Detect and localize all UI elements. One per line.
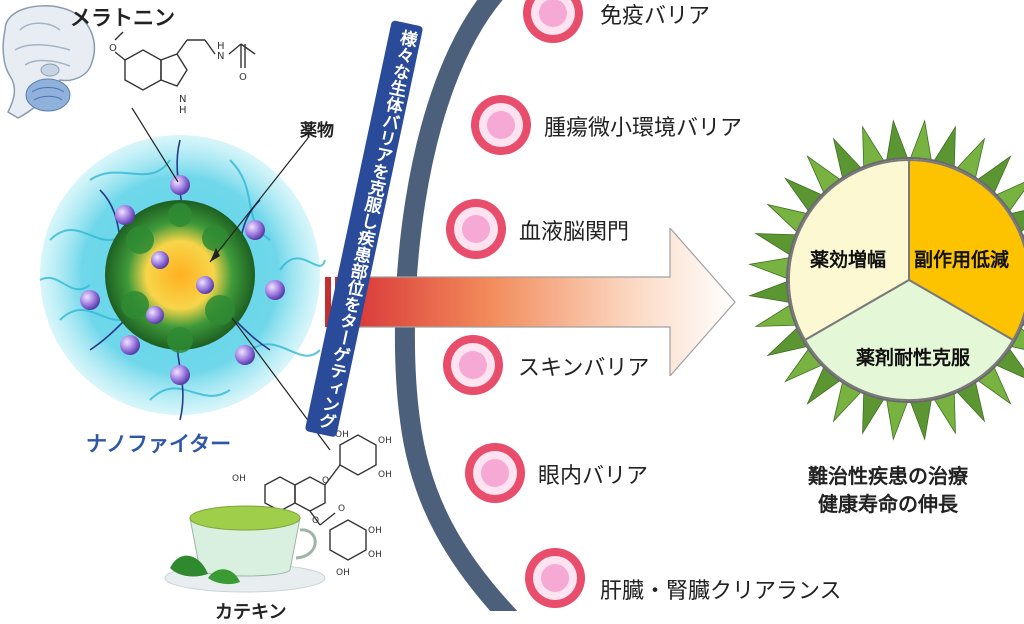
amide-h: H	[217, 41, 225, 52]
ring-o-3: O	[338, 504, 345, 514]
barrier-label: 血液脳関門	[519, 220, 630, 245]
drug-label: 薬物	[300, 121, 334, 141]
benefit-side-effects: 副作用低減	[914, 249, 1010, 271]
ring-o-1: O	[322, 476, 329, 486]
barrier-bubble-icon	[523, 0, 583, 43]
barrier-bubble-icon	[446, 199, 506, 259]
oh-7: OH	[368, 550, 382, 560]
carbonyl-o: O	[239, 72, 247, 83]
oh-8: OH	[336, 568, 350, 578]
barrier-bubble-icon	[525, 548, 585, 608]
oh-4: OH	[232, 474, 246, 484]
barrier-bubble-icon	[465, 443, 525, 503]
methoxy-o: O	[109, 43, 117, 54]
barrier-bubble-icon	[471, 95, 531, 155]
barrier-label: スキンバリア	[518, 356, 650, 381]
barrier-label: 眼内バリア	[538, 464, 649, 489]
barrier-label: 腫瘍微小環境バリア	[544, 116, 743, 141]
sun-badge	[748, 119, 1024, 441]
indole-h: H	[179, 105, 187, 116]
outcome-line-1: 難治性疾患の治療	[808, 464, 968, 488]
nanoparticle-illustration	[39, 135, 326, 421]
brain-illustration	[2, 5, 96, 119]
amide-n: N	[217, 51, 224, 62]
benefit-efficacy: 薬効増幅	[810, 249, 887, 271]
melatonin-structure: O N H N H O	[109, 31, 256, 116]
oh-2: OH	[378, 436, 392, 446]
indole-n: N	[179, 94, 186, 105]
tea-cup-illustration	[164, 505, 326, 593]
barrier-list: 免疫バリア 腫瘍微小環境バリア 血液脳関門 スキンバリア 眼内バリア 肝臓・腎臓…	[443, 0, 842, 608]
oh-1: OH	[335, 430, 349, 440]
ring-o-2: O	[312, 516, 319, 526]
benefit-resistance: 薬剤耐性克服	[856, 347, 971, 369]
barrier-bubble-icon	[443, 335, 503, 395]
barrier-label: 肝臓・腎臓クリアランス	[600, 579, 842, 604]
barrier-arc	[394, 0, 518, 611]
melatonin-label: メラトニン	[70, 6, 175, 30]
oh-3: OH	[378, 470, 392, 480]
nanoparticle-label: ナノファイター	[86, 432, 232, 456]
oh-6: OH	[368, 526, 382, 536]
outcome-line-2: 健康寿命の伸長	[818, 492, 958, 516]
barrier-label: 免疫バリア	[600, 4, 711, 29]
